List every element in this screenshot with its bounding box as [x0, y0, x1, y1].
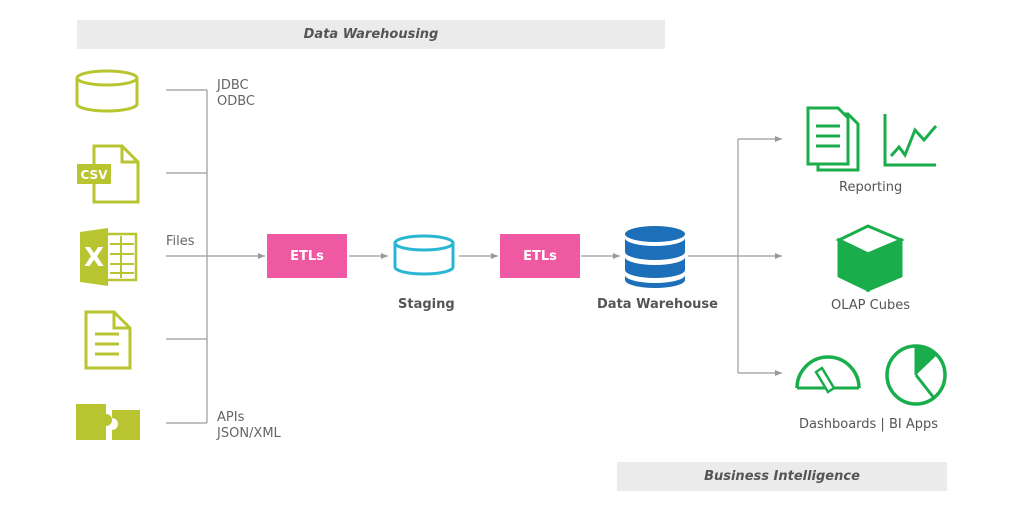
olap-cube-icon — [835, 224, 905, 293]
connector-label-odbc: ODBC — [217, 94, 256, 109]
pie-chart-icon — [885, 344, 947, 406]
excel-letter: X — [84, 243, 104, 273]
olap-cubes-label: OLAP Cubes — [831, 298, 910, 313]
etl-box-2: ETLs — [500, 234, 580, 278]
etl-box-1: ETLs — [267, 234, 347, 278]
database-icon — [75, 69, 139, 113]
excel-icon — [80, 228, 138, 286]
staging-label: Staging — [398, 297, 455, 312]
data-warehouse-label: Data Warehouse — [597, 297, 718, 312]
csv-file-icon — [77, 144, 140, 204]
line-chart-icon — [883, 114, 938, 167]
api-puzzle-icon — [76, 404, 140, 440]
reporting-label: Reporting — [839, 180, 903, 195]
csv-badge-label: CSV — [81, 168, 109, 182]
connector-label-jdbc: JDBC — [217, 78, 249, 93]
warehouse-database-icon — [625, 226, 685, 288]
data-warehousing-banner: Data Warehousing — [77, 20, 665, 49]
document-icon — [84, 310, 132, 370]
dashboards-bi-apps-label: Dashboards | BI Apps — [799, 417, 939, 432]
connector-label-json-xml: JSON/XML — [217, 426, 281, 441]
reports-documents-icon — [806, 106, 860, 172]
gauge-icon — [795, 355, 861, 394]
staging-database-icon — [393, 234, 455, 276]
connector-label-apis: APIs — [217, 410, 245, 425]
business-intelligence-banner: Business Intelligence — [617, 462, 947, 491]
files-label: Files — [166, 234, 195, 249]
